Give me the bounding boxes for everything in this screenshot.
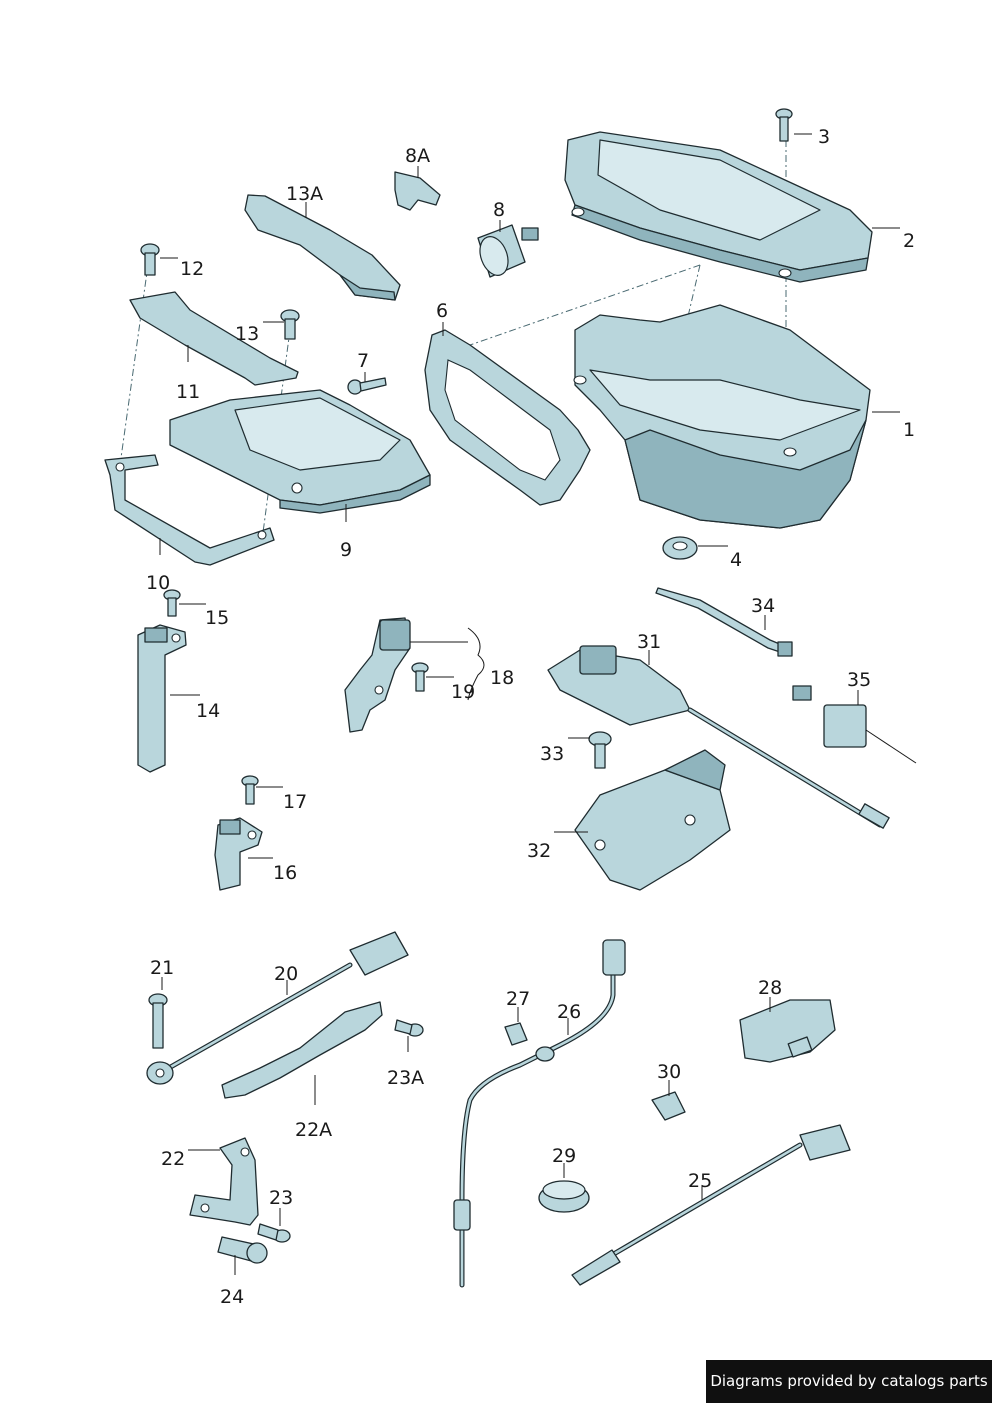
callout-14: 14 (196, 700, 220, 722)
callout-28: 28 (758, 977, 782, 999)
callout-13: 13 (235, 323, 259, 345)
part-25-oxygen-sensor (571, 1124, 851, 1286)
callout-13A: 13A (286, 183, 323, 205)
part-22A-shield (221, 1001, 383, 1099)
callout-2: 2 (903, 230, 915, 252)
part-7-screw (347, 377, 387, 395)
callout-10: 10 (146, 572, 170, 594)
callout-3: 3 (818, 126, 830, 148)
part-32-bracket (574, 749, 731, 891)
part-6-frame (424, 329, 591, 506)
part-30-clip (651, 1091, 686, 1121)
part-21-bolt (148, 993, 168, 1049)
callout-23: 23 (269, 1187, 293, 1209)
part-16-sensor (214, 817, 263, 891)
callout-25: 25 (688, 1170, 712, 1192)
part-11-bracket (129, 291, 299, 386)
callout-16: 16 (273, 862, 297, 884)
part-14-sensor (137, 624, 187, 773)
part-2-upper-housing (564, 131, 873, 283)
callout-8A: 8A (405, 145, 430, 167)
callout-22A: 22A (295, 1119, 332, 1141)
callout-29: 29 (552, 1145, 576, 1167)
part-29-cap (538, 1180, 590, 1213)
part-20-knock-sensor (146, 931, 409, 1085)
callout-18: 18 (490, 667, 514, 689)
part-4-grommet (662, 536, 698, 560)
callout-15: 15 (205, 607, 229, 629)
part-31-sensor-unit (547, 645, 890, 829)
callout-17: 17 (283, 791, 307, 813)
part-12-screw (140, 243, 160, 276)
callout-33: 33 (540, 743, 564, 765)
part-23-bolt (257, 1223, 291, 1243)
callout-30: 30 (657, 1061, 681, 1083)
part-15-screw (163, 589, 181, 617)
callout-22: 22 (161, 1148, 185, 1170)
callout-19: 19 (451, 681, 475, 703)
part-33-screw (588, 731, 612, 769)
callout-9: 9 (340, 539, 352, 561)
part-13A-bracket (244, 194, 401, 301)
part-18-sensor (344, 617, 411, 733)
part-28-pressure-sensor (739, 999, 836, 1063)
part-17-screw (241, 775, 259, 805)
part-8-cylinder (477, 224, 539, 278)
part-9-control-unit (169, 389, 431, 514)
part-34-cable-tie (655, 587, 793, 657)
callout-8: 8 (493, 199, 505, 221)
leader-lines (159, 133, 900, 1275)
part-35-clip (792, 685, 917, 764)
part-26-temp-sensor (453, 939, 626, 1288)
callout-24: 24 (220, 1286, 244, 1308)
part-19-screw (411, 662, 429, 692)
callout-34: 34 (751, 595, 775, 617)
part-1-lower-housing (573, 304, 871, 529)
part-27-clip (504, 1022, 528, 1046)
part-24-bolt (217, 1236, 268, 1264)
callout-31: 31 (637, 631, 661, 653)
callout-1: 1 (903, 419, 915, 441)
callout-21: 21 (150, 957, 174, 979)
callout-7: 7 (357, 350, 369, 372)
part-13-screw (280, 309, 300, 340)
callout-32: 32 (527, 840, 551, 862)
watermark-banner: Diagrams provided by catalogs parts (706, 1360, 992, 1403)
callout-6: 6 (436, 300, 448, 322)
callout-35: 35 (847, 669, 871, 691)
callout-23A: 23A (387, 1067, 424, 1089)
callout-11: 11 (176, 381, 200, 403)
callout-26: 26 (557, 1001, 581, 1023)
callout-20: 20 (274, 963, 298, 985)
callout-27: 27 (506, 988, 530, 1010)
part-8A-clip (394, 171, 441, 211)
callouts: 1 2 3 4 6 7 8 8A 9 10 11 12 13 13A 14 15… (146, 126, 915, 1308)
part-22-bracket (189, 1137, 259, 1226)
part-23A-bolt (394, 1019, 424, 1037)
part-3-screw (775, 108, 793, 142)
part-10-bracket (104, 454, 275, 566)
callout-4: 4 (730, 549, 742, 571)
callout-12: 12 (180, 258, 204, 280)
